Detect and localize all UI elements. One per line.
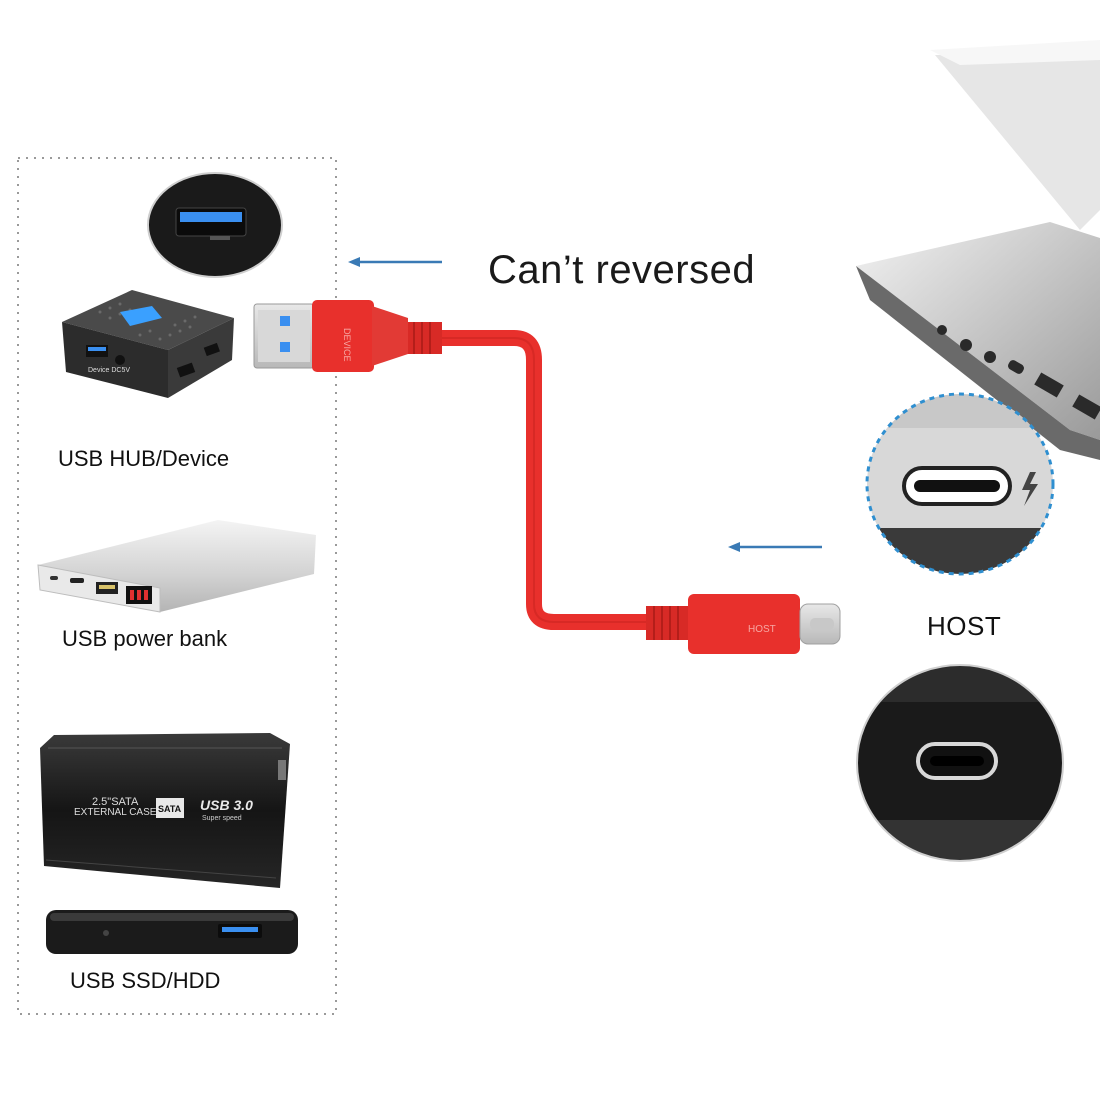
sata-badge: SATA [158, 804, 182, 814]
hub-port-text: Device DC5V [88, 367, 130, 374]
usb-c-end-text: HOST [748, 624, 776, 635]
devices-panel-border [17, 157, 337, 1015]
usb-c-connector: HOST [646, 594, 841, 654]
red-usb-cable: DEVICE HOST [253, 300, 841, 654]
usb-hub-image: Device DC5V [62, 290, 234, 398]
laptop-image [856, 40, 1100, 460]
ssd-case-line1: 2.5"SATA [92, 796, 139, 808]
usb-a-port-zoom [147, 172, 283, 278]
thunderbolt-icon [1022, 472, 1038, 506]
ssd-edge-image [46, 910, 298, 954]
power-bank-label: USB power bank [62, 626, 228, 651]
arrow-to-device [348, 257, 442, 267]
ssd-usb-title: USB 3.0 [200, 797, 253, 813]
power-bank-image [37, 520, 316, 613]
usb-a-end-text: DEVICE [342, 328, 352, 362]
page-title: Can’t reversed [488, 248, 756, 292]
ssd-usb-sub: Super speed [202, 815, 242, 822]
ssd-label: USB SSD/HDD [70, 968, 221, 993]
usb-c-port-zoom-device [856, 664, 1064, 862]
host-label: HOST [927, 611, 1002, 641]
usb-hub-label: USB HUB/Device [58, 446, 230, 471]
sata-badge-bg [156, 798, 184, 818]
usb-a-connector: DEVICE [253, 300, 442, 372]
ssd-case-image: 2.5"SATA EXTERNAL CASE SATA USB 3.0 Supe… [40, 733, 290, 888]
ssd-case-line2: EXTERNAL CASE [74, 807, 157, 818]
arrow-from-host [728, 542, 822, 552]
